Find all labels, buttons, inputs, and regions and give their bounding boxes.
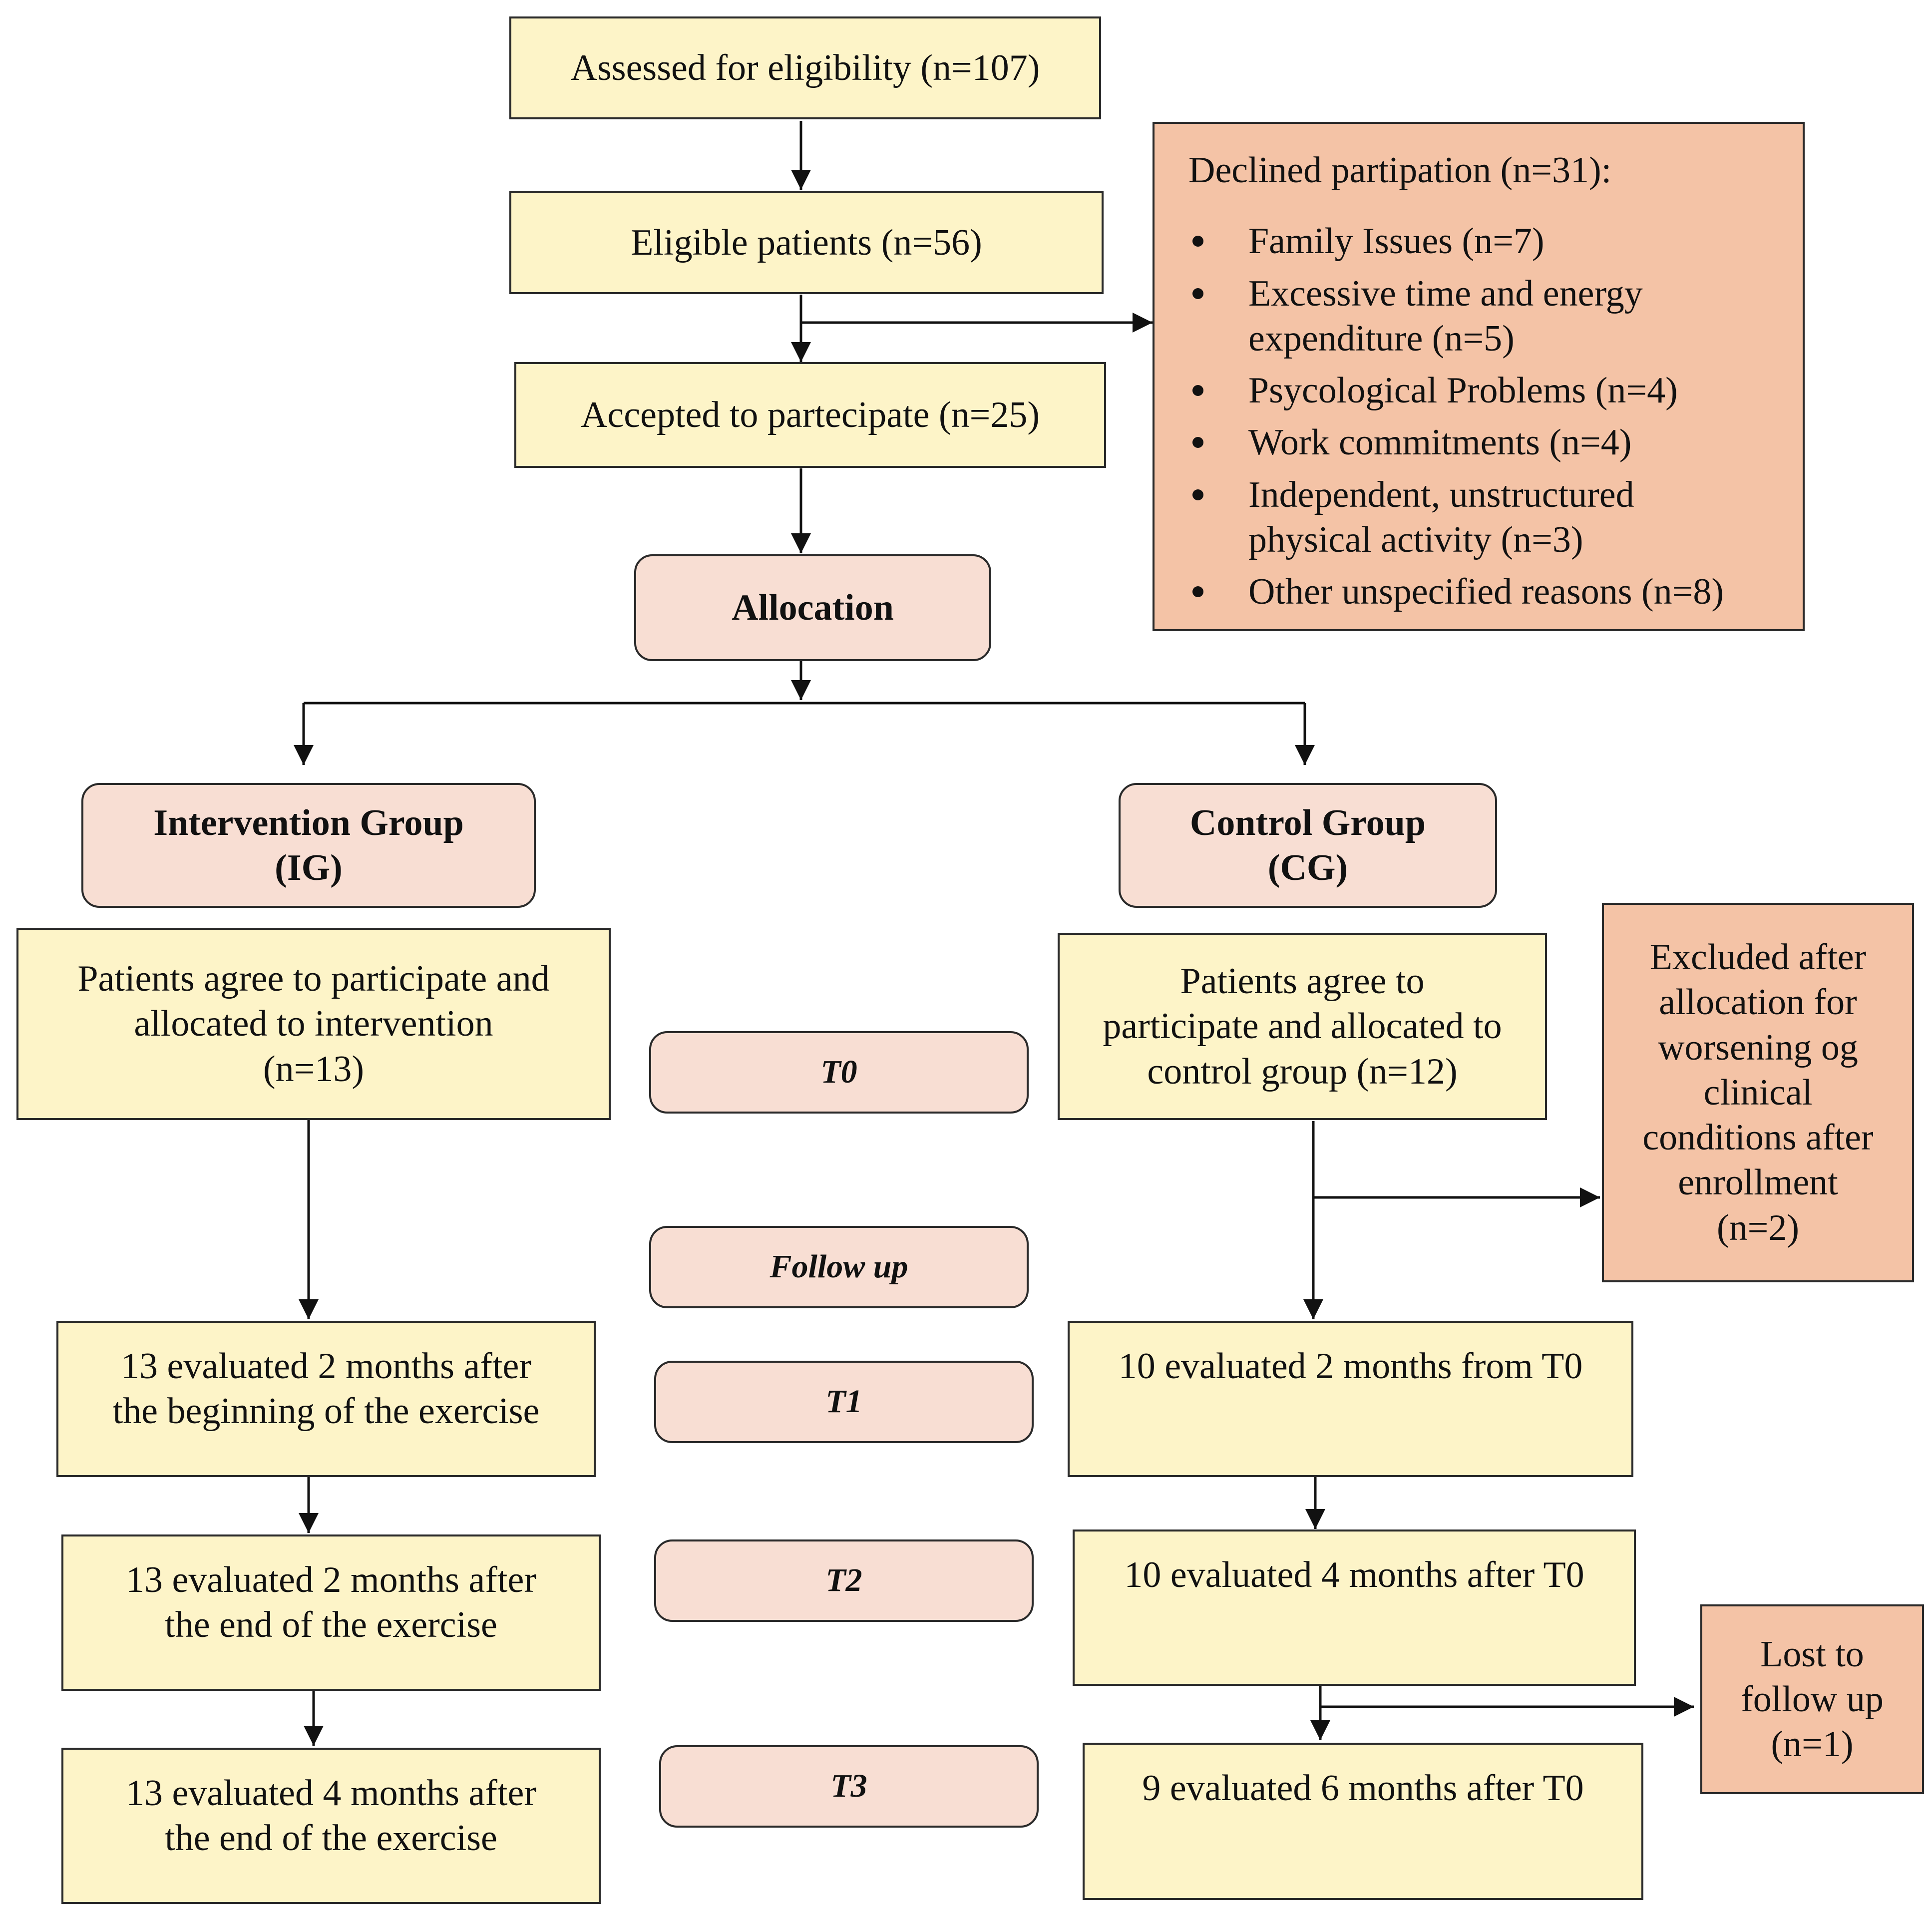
control-group-box: Control Group (CG) [1119,783,1497,908]
declined-reason: Family Issues (n=7) [1188,219,1724,264]
control-group-abbr: (CG) [1267,847,1348,888]
declined-reason: Other unspecified reasons (n=8) [1188,569,1724,614]
control-group-title: Control Group [1189,802,1426,843]
allocation-text: Allocation [732,587,894,628]
declined-box: Declined partipation (n=31): Family Issu… [1153,122,1805,631]
assessed-text: Assessed for eligibility (n=107) [570,47,1040,88]
declined-title: Declined partipation (n=31): [1188,150,1612,191]
intervention-group-abbr: (IG) [275,847,343,888]
cg-allocated-box: Patients agree to participate and alloca… [1058,933,1547,1120]
lost-box: Lost to follow up (n=1) [1700,1604,1924,1794]
declined-reason: Work commitments (n=4) [1188,420,1724,465]
ig-t1-box: 13 evaluated 2 months after the beginnin… [56,1321,596,1477]
intervention-group-title: Intervention Group [153,802,464,843]
timepoint-t1: T1 [654,1361,1034,1443]
cg-t1-box: 10 evaluated 2 months from T0 [1068,1321,1633,1477]
ig-t3-box: 13 evaluated 4 months after the end of t… [61,1748,601,1904]
intervention-group-box: Intervention Group (IG) [81,783,536,908]
ig-t2-box: 13 evaluated 2 months after the end of t… [61,1534,601,1691]
timepoint-t2: T2 [654,1539,1034,1622]
eligible-box: Eligible patients (n=56) [509,191,1104,294]
eligible-text: Eligible patients (n=56) [631,222,982,263]
declined-reason: Psycological Problems (n=4) [1188,368,1724,413]
declined-reasons-list: Family Issues (n=7) Excessive time and e… [1188,219,1724,621]
cg-t3-box: 9 evaluated 6 months after T0 [1083,1743,1643,1900]
timepoint-follow-up: Follow up [649,1226,1029,1308]
timepoint-t0: T0 [649,1031,1029,1114]
accepted-text: Accepted to partecipate (n=25) [580,394,1040,435]
excluded-box: Excluded after allocation for worsening … [1602,903,1914,1282]
allocation-box: Allocation [634,554,991,661]
assessed-box: Assessed for eligibility (n=107) [509,16,1101,119]
cg-t2-box: 10 evaluated 4 months after T0 [1073,1529,1636,1686]
accepted-box: Accepted to partecipate (n=25) [514,362,1106,468]
ig-allocated-box: Patients agree to participate and alloca… [16,928,611,1120]
timepoint-t3: T3 [659,1745,1039,1828]
